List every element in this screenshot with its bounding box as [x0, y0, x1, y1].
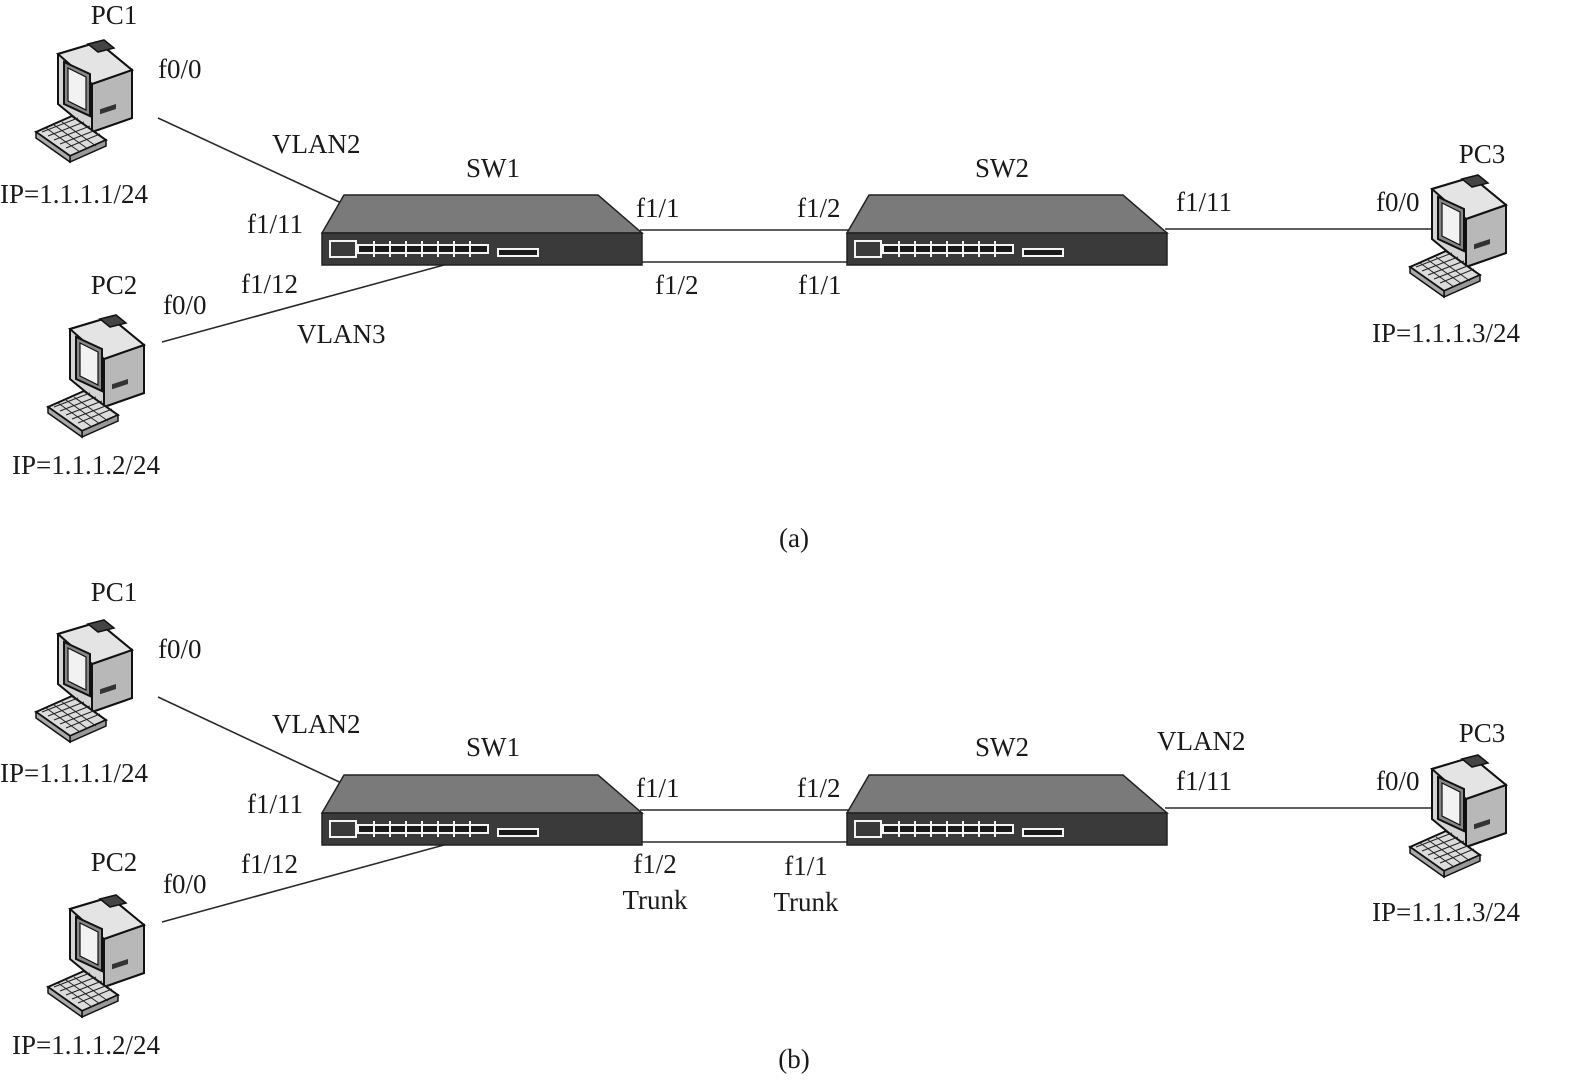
sw2-port-f1-2: f1/2 — [797, 193, 841, 223]
sw1-port-f1-2: f1/2 — [655, 270, 699, 300]
sw1-port-f1-2: f1/2 — [633, 849, 677, 879]
sw1-name: SW1 — [466, 153, 520, 183]
vlan-label-pc3: VLAN2 — [1157, 726, 1246, 756]
diagram-a: PC1 f0/0 IP=1.1.1.1/24 VLAN2 SW1 f1/11 f… — [0, 0, 1520, 553]
pc3-port: f0/0 — [1376, 766, 1420, 796]
sw1-port-f1-11: f1/11 — [247, 789, 303, 819]
sw1-switch-icon — [321, 194, 643, 266]
sw1-port-f1-12: f1/12 — [241, 269, 298, 299]
link-pc2-sw1 — [161, 841, 456, 923]
sw1-port-f1-1: f1/1 — [636, 773, 680, 803]
pc2-computer-icon — [47, 894, 145, 1018]
sw2-port-f1-1: f1/1 — [798, 270, 842, 300]
pc2-name: PC2 — [91, 847, 138, 877]
pc2-ip: IP=1.1.1.2/24 — [12, 450, 160, 480]
sw2-switch-icon — [846, 774, 1168, 846]
pc1-computer-icon — [35, 39, 133, 163]
sw2-switch-icon — [846, 194, 1168, 266]
pc1-name: PC1 — [91, 0, 138, 30]
diagram-b: PC1 f0/0 VLAN2 SW1 SW2 VLAN2 PC3 IP=1.1.… — [0, 577, 1520, 1074]
sw2-port-f1-11: f1/11 — [1176, 766, 1232, 796]
figure-caption-a: (a) — [779, 523, 809, 553]
sw2-port-f1-2: f1/2 — [797, 773, 841, 803]
pc2-port: f0/0 — [163, 869, 207, 899]
pc1-ip: IP=1.1.1.1/24 — [0, 179, 148, 209]
sw1-port-f1-1: f1/1 — [636, 193, 680, 223]
sw1-trunk-label: Trunk — [622, 885, 688, 915]
pc2-name: PC2 — [91, 270, 138, 300]
pc3-computer-icon — [1409, 174, 1507, 298]
link-pc1-sw1 — [157, 117, 351, 208]
pc3-name: PC3 — [1459, 139, 1506, 169]
pc3-computer-icon — [1409, 754, 1507, 878]
pc1-port: f0/0 — [158, 54, 202, 84]
pc2-computer-icon — [47, 314, 145, 438]
sw2-name: SW2 — [975, 732, 1029, 762]
vlan-label-pc1: VLAN2 — [272, 709, 361, 739]
figure-caption-b: (b) — [778, 1044, 809, 1074]
pc1-computer-icon — [35, 619, 133, 743]
pc3-name: PC3 — [1459, 718, 1506, 748]
sw1-name: SW1 — [466, 732, 520, 762]
pc1-ip: IP=1.1.1.1/24 — [0, 758, 148, 788]
vlan-label-pc1: VLAN2 — [272, 129, 361, 159]
pc3-ip: IP=1.1.1.3/24 — [1372, 897, 1520, 927]
sw2-trunk-label: Trunk — [773, 887, 839, 917]
pc1-port: f0/0 — [158, 634, 202, 664]
sw1-switch-icon — [321, 774, 643, 846]
link-pc1-sw1 — [157, 696, 351, 788]
pc3-port: f0/0 — [1376, 187, 1420, 217]
sw1-port-f1-11: f1/11 — [247, 209, 303, 239]
sw2-name: SW2 — [975, 153, 1029, 183]
sw2-port-f1-11: f1/11 — [1176, 187, 1232, 217]
pc2-port: f0/0 — [163, 290, 207, 320]
pc2-ip: IP=1.1.1.2/24 — [12, 1030, 160, 1060]
link-pc2-sw1 — [161, 261, 456, 343]
sw2-port-f1-1: f1/1 — [784, 851, 828, 881]
pc1-name: PC1 — [91, 577, 138, 607]
sw1-port-f1-12: f1/12 — [241, 849, 298, 879]
pc3-ip: IP=1.1.1.3/24 — [1372, 318, 1520, 348]
vlan-label-pc2: VLAN3 — [297, 319, 386, 349]
